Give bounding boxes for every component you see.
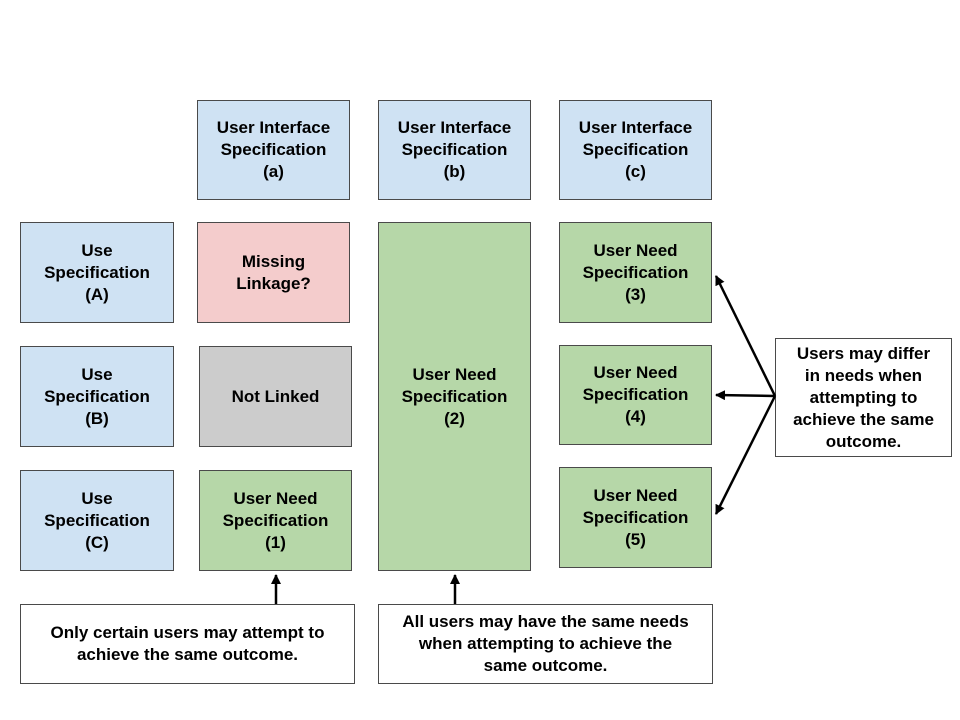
ui-spec-b-label: User Interface Specification (b): [397, 118, 512, 181]
missing-linkage-cell: Missing Linkage?: [197, 222, 350, 323]
use-spec-a: Use Specification (A): [20, 222, 174, 323]
note-users-differ: Users may differ in needs when attemptin…: [775, 338, 952, 457]
ui-spec-b: User Interface Specification (b): [378, 100, 531, 200]
ui-spec-a: User Interface Specification (a): [197, 100, 350, 200]
use-spec-c: Use Specification (C): [20, 470, 174, 571]
note-all-users-text: All users may have the same needs when a…: [402, 612, 689, 675]
use-spec-c-label: Use Specification (C): [44, 488, 150, 552]
arrow-to-need-5: [714, 395, 777, 515]
user-need-spec-4-label: User Need Specification (4): [582, 363, 689, 426]
user-need-spec-4: User Need Specification (4): [559, 345, 712, 445]
not-linked-label: Not Linked: [231, 386, 320, 406]
use-spec-a-label: Use Specification (A): [44, 240, 150, 304]
ui-spec-c: User Interface Specification (c): [559, 100, 712, 200]
user-need-spec-2-label: User Need Specification (2): [401, 364, 508, 428]
user-need-spec-5: User Need Specification (5): [559, 467, 712, 568]
note-certain-users: Only certain users may attempt to achiev…: [20, 604, 355, 684]
use-spec-b-label: Use Specification (B): [44, 364, 150, 428]
ui-spec-a-label: User Interface Specification (a): [216, 118, 331, 181]
arrow-to-need-3: [714, 275, 777, 397]
user-need-spec-1-label: User Need Specification (1): [222, 488, 329, 552]
ui-spec-c-label: User Interface Specification (c): [578, 118, 693, 181]
user-need-spec-2: User Need Specification (2): [378, 222, 531, 571]
use-spec-b: Use Specification (B): [20, 346, 174, 447]
note-certain-users-text: Only certain users may attempt to achiev…: [50, 623, 325, 664]
note-all-users: All users may have the same needs when a…: [378, 604, 713, 684]
missing-linkage-label: Missing Linkage?: [236, 251, 311, 293]
user-need-spec-3-label: User Need Specification (3): [582, 240, 689, 304]
arrow-to-need-4: [715, 390, 776, 401]
user-need-spec-5-label: User Need Specification (5): [582, 485, 689, 549]
user-need-spec-3: User Need Specification (3): [559, 222, 712, 323]
note-users-differ-text: Users may differ in needs when attemptin…: [793, 343, 934, 451]
not-linked-cell: Not Linked: [199, 346, 352, 447]
user-need-spec-1: User Need Specification (1): [199, 470, 352, 571]
